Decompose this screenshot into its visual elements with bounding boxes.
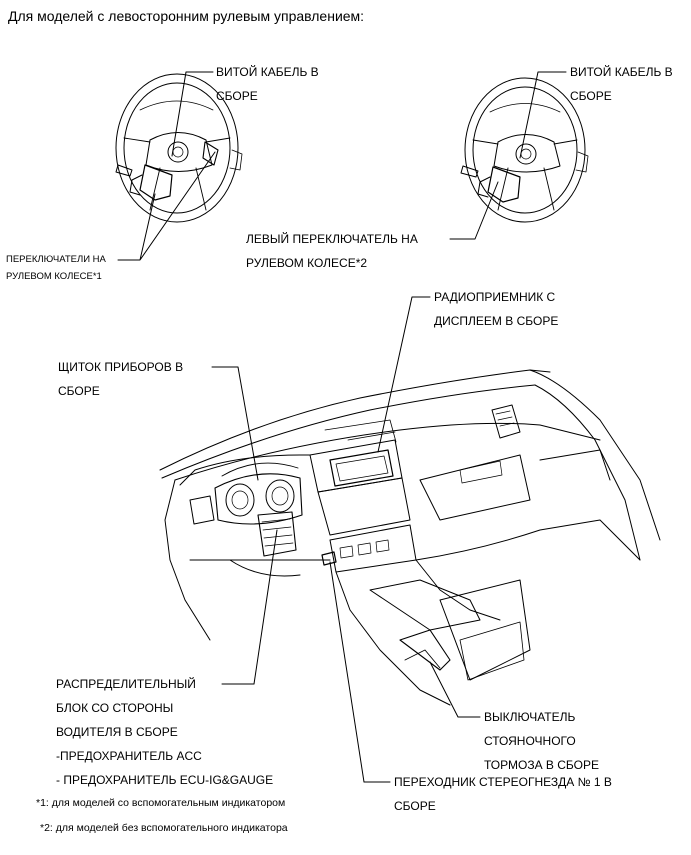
page-title: Для моделей с левосторонним рулевым упра… [8, 8, 365, 24]
label-stereo-jack-adapter: ПЕРЕХОДНИК СТЕРЕОГНЕЗДА № 1 В СБОРЕ [394, 775, 612, 813]
label-parking-brake-switch: ВЫКЛЮЧАТЕЛЬ СТОЯНОЧНОГО ТОРМОЗА В СБОРЕ [484, 710, 599, 772]
label-spiral-cable-2: ВИТОЙ КАБЕЛЬ В СБОРЕ [570, 65, 673, 103]
label-radio-receiver: РАДИОПРИЕМНИК С ДИСПЛЕЕМ В СБОРЕ [434, 290, 559, 328]
steering-wheel-illustration-2 [460, 77, 589, 223]
label-spiral-cable-1: ВИТОЙ КАБЕЛЬ В СБОРЕ [216, 65, 319, 103]
label-steering-switches: ПЕРЕКЛЮЧАТЕЛИ НА РУЛЕВОМ КОЛЕСЕ*1 [6, 254, 106, 282]
label-left-steering-switch: ЛЕВЫЙ ПЕРЕКЛЮЧАТЕЛЬ НА РУЛЕВОМ КОЛЕСЕ*2 [246, 232, 418, 270]
leader-lines [117, 71, 567, 783]
label-junction-block: РАСПРЕДЕЛИТЕЛЬНЫЙ БЛОК СО СТОРОНЫ ВОДИТЕ… [56, 677, 274, 787]
dashboard-illustration [159, 369, 661, 706]
footnote-1: *1: для моделей со вспомогательным индик… [36, 797, 286, 809]
label-combination-meter: ЩИТОК ПРИБОРОВ В СБОРЕ [58, 360, 184, 398]
steering-wheel-illustration-1 [115, 73, 243, 223]
footnote-2: *2: для моделей без вспомогательного инд… [40, 822, 288, 834]
